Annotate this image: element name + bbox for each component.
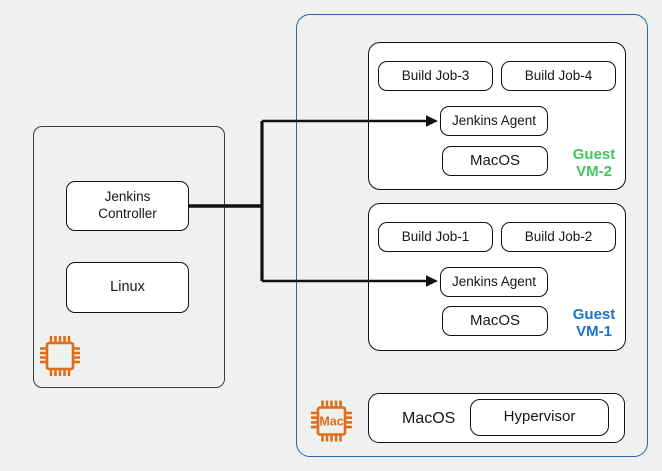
guest-vm2-caption: Guest VM-2: [572, 146, 616, 180]
hypervisor-node: Hypervisor: [470, 399, 609, 436]
mac-chip-label: Mac: [319, 415, 343, 429]
build-job-2-node: Build Job-2: [501, 222, 616, 252]
jenkins-agent-vm2-node: Jenkins Agent: [440, 106, 548, 136]
mac-chip-icon: Mac: [311, 400, 352, 442]
cpu-chip-icon: [40, 336, 80, 376]
jenkins-agent-vm1-node: Jenkins Agent: [440, 267, 548, 297]
macos-vm1-node: MacOS: [442, 306, 548, 336]
linux-os-node: Linux: [66, 262, 189, 313]
host-macos-label: MacOS: [402, 410, 456, 427]
build-job-3-node: Build Job-3: [378, 61, 493, 91]
build-job-1-node: Build Job-1: [378, 222, 493, 252]
guest-vm1-caption: Guest VM-1: [572, 306, 616, 340]
jenkins-controller-node: Jenkins Controller: [66, 181, 189, 231]
mac-host-group: [296, 14, 648, 457]
linux-host-group: [33, 126, 225, 388]
macos-vm2-node: MacOS: [442, 146, 548, 176]
build-job-4-node: Build Job-4: [501, 61, 616, 91]
